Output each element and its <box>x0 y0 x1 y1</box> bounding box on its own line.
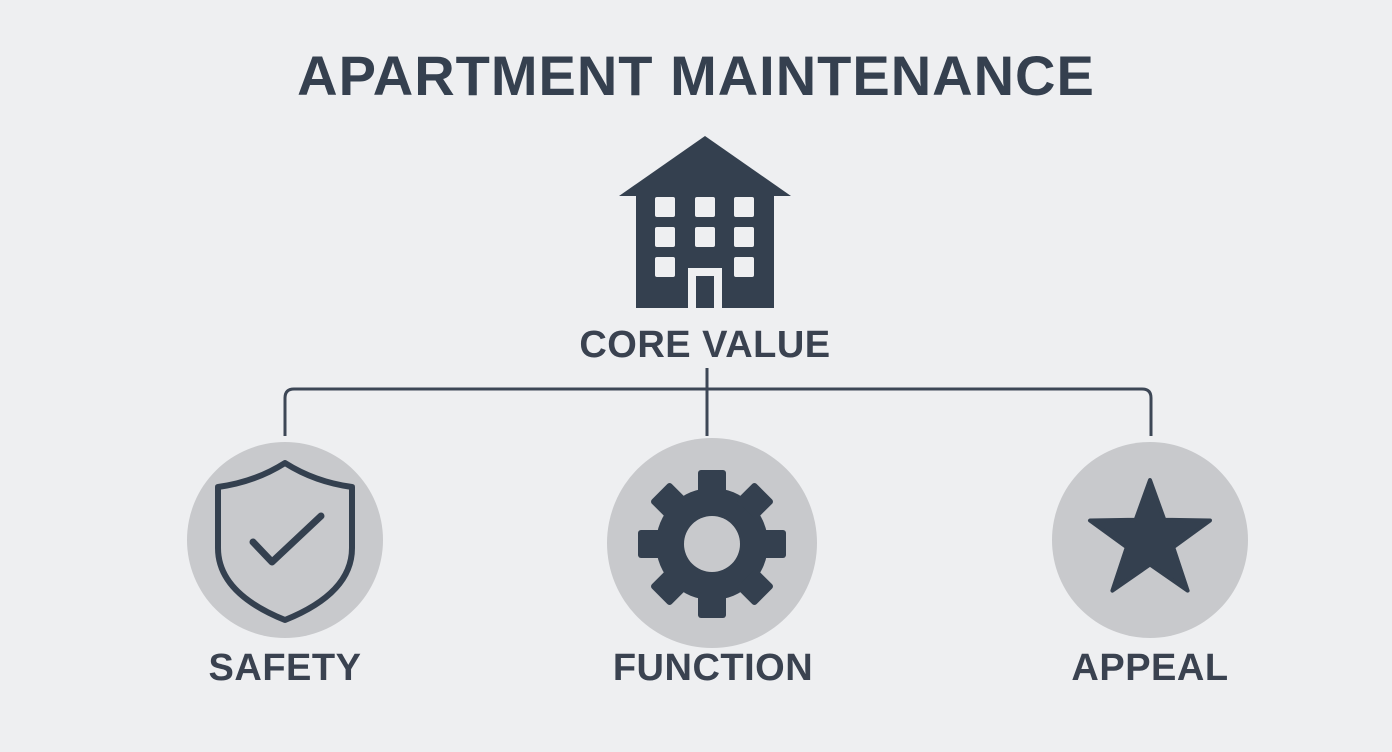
function-node <box>607 438 817 648</box>
function-label: FUNCTION <box>612 647 814 689</box>
apartment-building-icon <box>619 136 791 308</box>
branch-connector <box>283 387 1153 436</box>
gear-icon <box>638 470 786 618</box>
diagram-title: APARTMENT MAINTENANCE <box>297 44 1095 107</box>
appeal-label: APPEAL <box>1071 647 1229 689</box>
appeal-node <box>1052 442 1248 638</box>
star-icon <box>1088 478 1212 593</box>
core-value-label: CORE VALUE <box>579 324 831 366</box>
safety-label: SAFETY <box>208 647 362 689</box>
connector-lines <box>283 368 1153 436</box>
safety-node <box>187 442 383 638</box>
shield-check-icon <box>215 460 355 623</box>
